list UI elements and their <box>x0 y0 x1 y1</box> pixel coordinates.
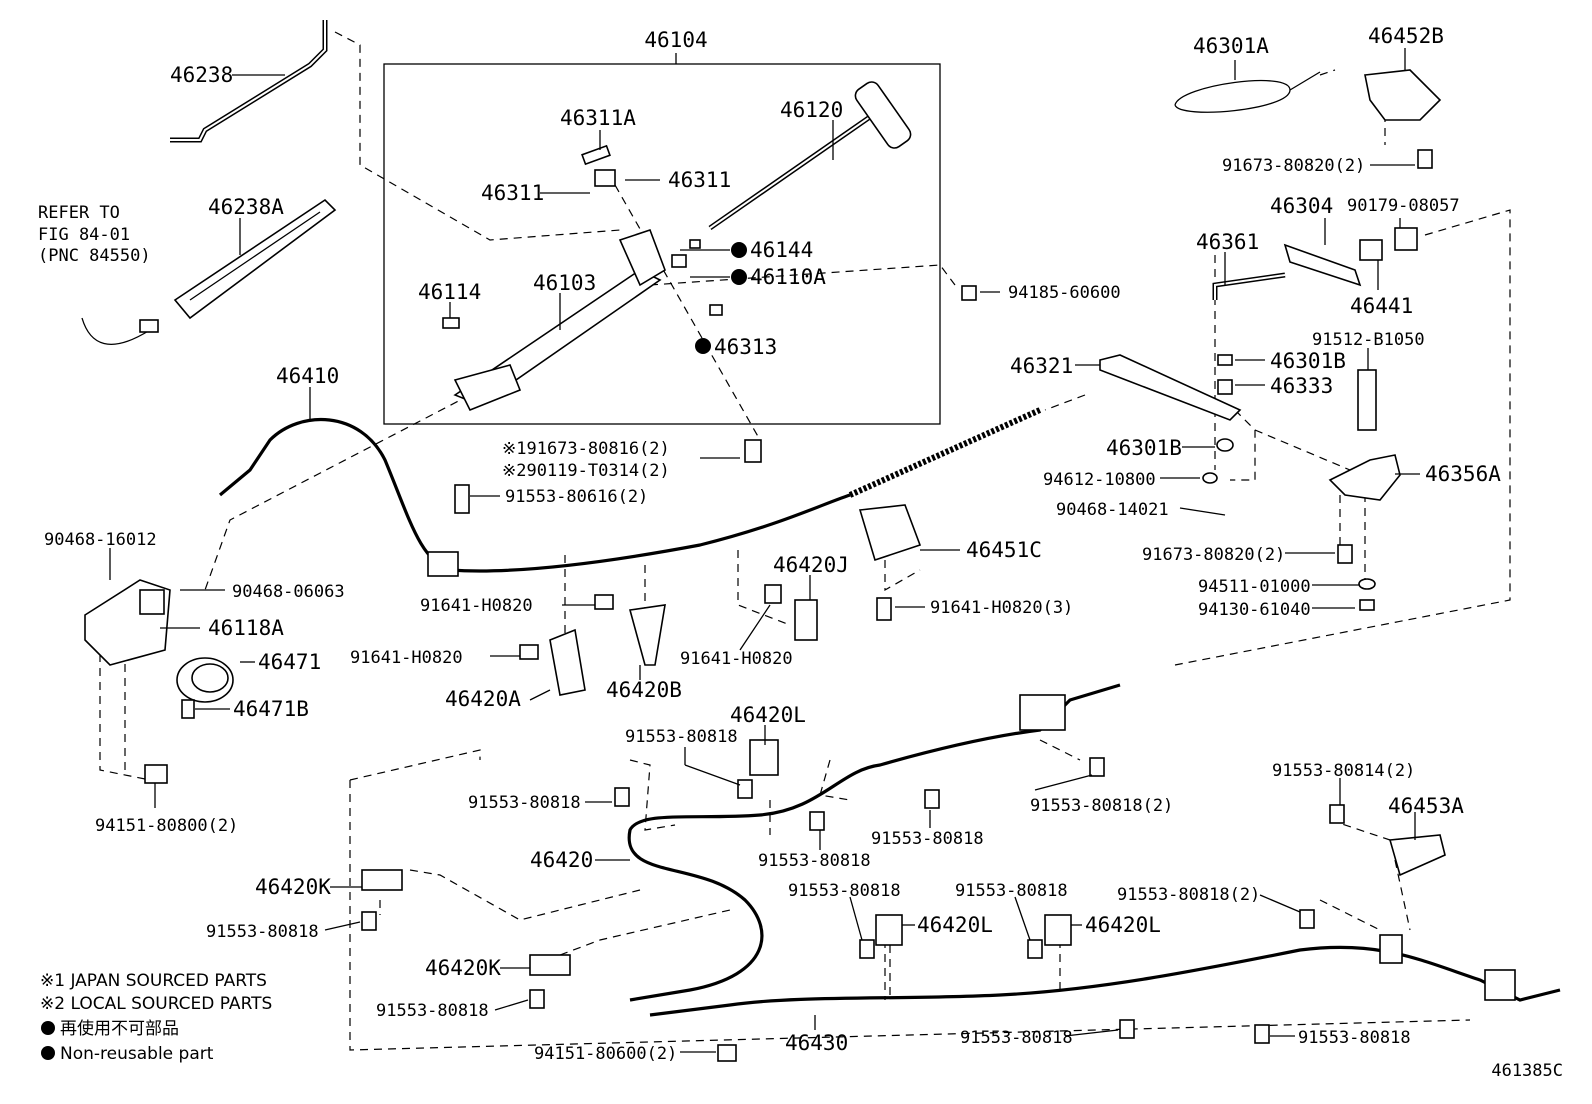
label-46321: 46321 <box>1010 354 1073 378</box>
legend-note-japan: ※1 JAPAN SOURCED PARTS <box>40 971 267 991</box>
label-46144: 46144 <box>750 238 813 262</box>
label-91553-80818-d: 91553-80818 <box>758 851 871 871</box>
label-46420L-mid: 46420L <box>917 913 993 937</box>
label-91641-H0820-3: 91641-H0820(3) <box>930 598 1073 618</box>
label-91512-B1050: 91512-B1050 <box>1312 330 1425 350</box>
label-46430: 46430 <box>785 1031 848 1055</box>
label-94511-01000: 94511-01000 <box>1198 577 1311 597</box>
label-46311-left: 46311 <box>481 181 544 205</box>
refer-line3: (PNC 84550) <box>38 246 151 266</box>
figure-code: 461385C <box>1491 1061 1563 1081</box>
refer-line2: FIG 84-01 <box>38 225 130 245</box>
label-46452B: 46452B <box>1368 24 1444 48</box>
assembly-46104-frame <box>383 63 941 425</box>
label-46420A: 46420A <box>445 687 521 711</box>
parts-artwork <box>81 20 1561 1062</box>
label-91553-80818-2b: 91553-80818(2) <box>1117 885 1260 905</box>
label-46114: 46114 <box>418 280 481 304</box>
label-46118A: 46118A <box>208 616 284 640</box>
label-46453A: 46453A <box>1388 794 1464 818</box>
label-46313: 46313 <box>714 335 777 359</box>
legend-note-non-reusable-en: Non-reusable part <box>60 1044 214 1064</box>
label-90119-T0314: ※290119-T0314(2) <box>502 461 670 481</box>
label-94130-61040: 94130-61040 <box>1198 600 1311 620</box>
label-46356A: 46356A <box>1425 462 1501 486</box>
label-94612-10800: 94612-10800 <box>1043 470 1156 490</box>
label-46361: 46361 <box>1196 230 1259 254</box>
label-46420L-top: 46420L <box>730 703 806 727</box>
label-94151-80800: 94151-80800(2) <box>95 816 238 836</box>
label-46311A: 46311A <box>560 106 636 130</box>
label-91673-80816: ※191673-80816(2) <box>502 439 670 459</box>
label-46420: 46420 <box>530 848 593 872</box>
label-91673-80820-top: 91673-80820(2) <box>1222 156 1365 176</box>
dashed-leaders <box>99 31 1511 1051</box>
label-94151-80600: 94151-80600(2) <box>534 1044 677 1064</box>
label-91553-80818-f: 91553-80818 <box>788 881 901 901</box>
label-90468-16012: 90468-16012 <box>44 530 157 550</box>
label-46304: 46304 <box>1270 194 1333 218</box>
label-91553-80818-j: 91553-80818 <box>1298 1028 1411 1048</box>
part-labels: 46104 46238 46238A REFER TO FIG 84-01 (P… <box>38 24 1501 1064</box>
label-91641-H0820-a: 91641-H0820 <box>420 596 533 616</box>
label-91553-80818-i: 91553-80818 <box>960 1028 1073 1048</box>
label-46104: 46104 <box>644 28 707 52</box>
label-90179-08057: 90179-08057 <box>1347 196 1460 216</box>
label-46333: 46333 <box>1270 374 1333 398</box>
label-46301B-bottom: 46301B <box>1106 436 1182 460</box>
label-91553-80818-2a: 91553-80818(2) <box>1030 796 1173 816</box>
non-reusable-markers <box>41 242 747 1060</box>
refer-line1: REFER TO <box>38 203 120 223</box>
label-46420K-top: 46420K <box>255 875 331 899</box>
label-46120: 46120 <box>780 98 843 122</box>
label-91553-80814: 91553-80814(2) <box>1272 761 1415 781</box>
legend-note-non-reusable-jp: 再使用不可部品 <box>60 1018 179 1039</box>
label-90468-14021: 90468-14021 <box>1056 500 1169 520</box>
label-46238A: 46238A <box>208 195 284 219</box>
label-91553-80818-c: 91553-80818 <box>871 829 984 849</box>
legend: ※1 JAPAN SOURCED PARTS ※2 LOCAL SOURCED … <box>40 971 272 1064</box>
label-46420B: 46420B <box>606 678 682 702</box>
label-91673-80820-bottom: 91673-80820(2) <box>1142 545 1285 565</box>
label-91641-H0820-c: 91641-H0820 <box>680 649 793 669</box>
label-46311-right: 46311 <box>668 168 731 192</box>
legend-note-local: ※2 LOCAL SOURCED PARTS <box>40 994 272 1014</box>
label-46410: 46410 <box>276 364 339 388</box>
label-94185-60600: 94185-60600 <box>1008 283 1121 303</box>
label-46420K-bottom: 46420K <box>425 956 501 980</box>
label-46103: 46103 <box>533 271 596 295</box>
label-46301A: 46301A <box>1193 34 1269 58</box>
solid-leaders <box>109 48 1420 1053</box>
label-46471B: 46471B <box>233 697 309 721</box>
label-90468-06063: 90468-06063 <box>232 582 345 602</box>
label-46420L-right: 46420L <box>1085 913 1161 937</box>
label-91553-80818-e: 91553-80818 <box>206 922 319 942</box>
label-91553-80818-a: 91553-80818 <box>625 727 738 747</box>
label-46471: 46471 <box>258 650 321 674</box>
label-46451C: 46451C <box>966 538 1042 562</box>
label-46420J: 46420J <box>773 553 849 577</box>
label-91553-80818-b: 91553-80818 <box>468 793 581 813</box>
label-46441: 46441 <box>1350 294 1413 318</box>
label-91553-80818-h: 91553-80818 <box>376 1001 489 1021</box>
label-91641-H0820-b: 91641-H0820 <box>350 648 463 668</box>
label-91553-80818-g: 91553-80818 <box>955 881 1068 901</box>
label-46110A: 46110A <box>750 265 826 289</box>
label-91553-80616: 91553-80616(2) <box>505 487 648 507</box>
label-46238: 46238 <box>170 63 233 87</box>
label-46301B-top: 46301B <box>1270 349 1346 373</box>
